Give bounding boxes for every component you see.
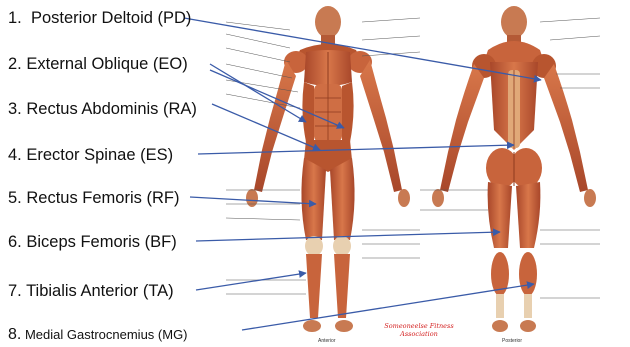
label-tibialis-anterior: 7. Tibialis Anterior (TA) bbox=[8, 283, 174, 300]
label-rectus-abdominis: 3. Rectus Abdominis (RA) bbox=[8, 101, 197, 118]
label-erector-spinae: 4. Erector Spinae (ES) bbox=[8, 147, 173, 164]
front-caption: Anterior bbox=[318, 338, 336, 344]
back-caption: Posterior bbox=[502, 338, 522, 344]
label-rectus-femoris: 5. Rectus Femoris (RF) bbox=[8, 190, 179, 207]
label-external-oblique: 2. External Oblique (EO) bbox=[8, 56, 188, 73]
pointer-es bbox=[198, 145, 514, 154]
label-biceps-femoris: 6. Biceps Femoris (BF) bbox=[8, 234, 177, 251]
pointer-ta bbox=[196, 273, 306, 290]
front-figure bbox=[246, 6, 410, 332]
association-logo: Someoneelse Fitness Association bbox=[378, 322, 460, 338]
label-medial-gastrocnemius: 8. Medial Gastrocnemius (MG) bbox=[8, 327, 188, 343]
back-figure bbox=[432, 6, 596, 332]
label-posterior-deltoid: 1. Posterior Deltoid (PD) bbox=[8, 10, 191, 27]
